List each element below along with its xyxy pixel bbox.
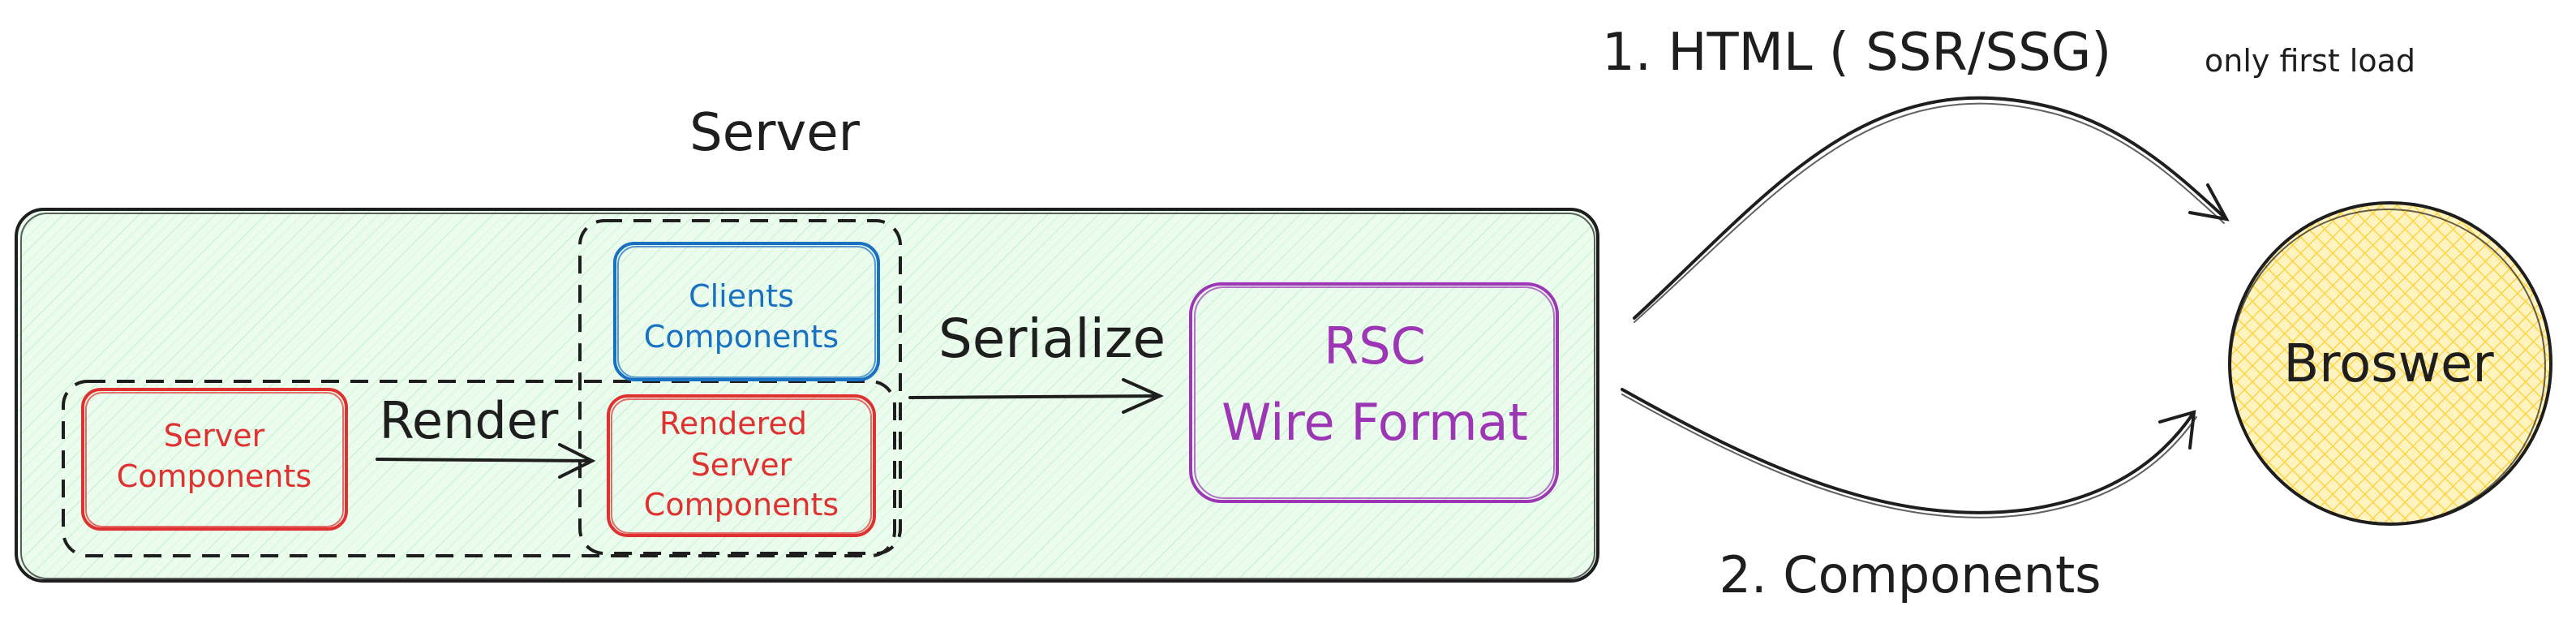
- components-edge-label: 2. Components: [1719, 545, 2101, 604]
- server-components-line-2: Components: [117, 458, 311, 494]
- render-arrow: [376, 443, 596, 479]
- server-components-node: Server Components: [81, 388, 348, 531]
- rendered-server-components-node: Rendered Server Components: [607, 394, 876, 537]
- rsc-line-2: Wire Format: [1221, 393, 1528, 452]
- serialize-arrow: [908, 378, 1164, 414]
- render-scope-dashed-box: [62, 380, 896, 557]
- rsc-line-1: RSC: [1324, 316, 1426, 376]
- server-components-line-1: Server: [164, 418, 265, 454]
- browser-node: Broswer: [2228, 201, 2552, 526]
- serialize-label: Serialize: [938, 308, 1166, 370]
- rendered-line-3: Components: [644, 487, 839, 523]
- server-title: Server: [689, 103, 861, 163]
- client-components-line-1: Clients: [689, 278, 794, 314]
- components-edge-arrow: [1621, 388, 2197, 518]
- html-edge-label: 1. HTML ( SSR/SSG): [1602, 23, 2111, 83]
- rendered-line-1: Rendered: [659, 406, 807, 441]
- browser-label: Broswer: [2283, 334, 2494, 394]
- client-components-line-2: Components: [644, 319, 839, 355]
- rsc-wire-format-node: RSC Wire Format: [1189, 282, 1559, 503]
- output-components-dashed-box: [578, 219, 902, 555]
- html-edge-arrow: [1633, 96, 2230, 323]
- html-edge-note: only first load: [2205, 43, 2415, 79]
- render-label: Render: [380, 391, 559, 450]
- rendered-line-2: Server: [691, 447, 792, 483]
- client-components-node: Clients Components: [613, 242, 880, 381]
